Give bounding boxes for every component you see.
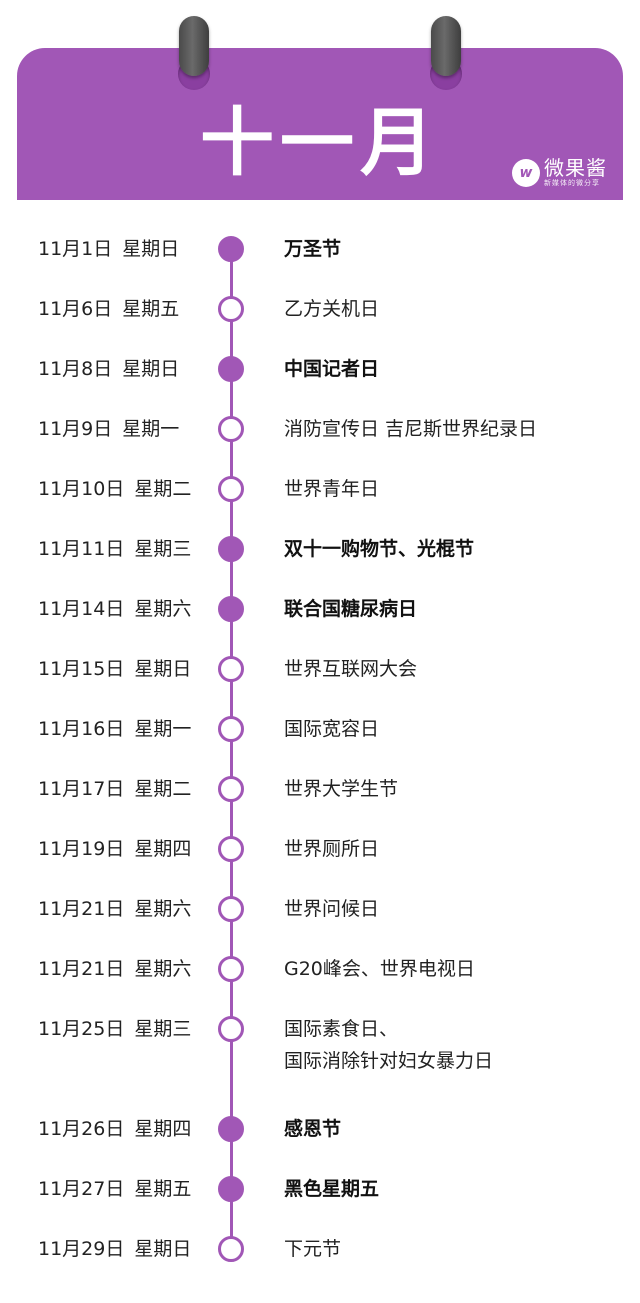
timeline-dot (218, 536, 244, 562)
timeline-dot (218, 476, 244, 502)
event-date: 11月15日星期日 (38, 658, 192, 680)
timeline-row: 11月21日星期六 G20峰会、世界电视日 (0, 954, 640, 984)
timeline-dot (218, 1176, 244, 1202)
timeline-dot (218, 1116, 244, 1142)
event-date: 11月8日星期日 (38, 358, 180, 380)
binder-ring-right (431, 16, 461, 76)
timeline-row: 11月6日星期五 乙方关机日 (0, 294, 640, 324)
timeline-row: 11月19日星期四 世界厕所日 (0, 834, 640, 864)
event-date: 11月9日星期一 (38, 418, 180, 440)
timeline-row: 11月9日星期一 消防宣传日 吉尼斯世界纪录日 (0, 414, 640, 444)
timeline-row: 11月16日星期一 国际宽容日 (0, 714, 640, 744)
event-name: 世界互联网大会 (284, 658, 418, 680)
event-date: 11月11日星期三 (38, 538, 192, 560)
timeline-row: 11月21日星期六 世界问候日 (0, 894, 640, 924)
event-date: 11月1日星期日 (38, 238, 180, 260)
timeline-dot (218, 1236, 244, 1262)
timeline-dot (218, 296, 244, 322)
event-date: 11月6日星期五 (38, 298, 180, 320)
timeline-dot (218, 236, 244, 262)
timeline-row: 11月15日星期日 世界互联网大会 (0, 654, 640, 684)
brand-icon: w (512, 158, 540, 187)
event-name: 世界大学生节 (284, 778, 399, 800)
timeline-dot (218, 1016, 244, 1042)
timeline-row: 11月17日星期二 世界大学生节 (0, 774, 640, 804)
event-name: 联合国糖尿病日 (284, 598, 418, 620)
event-name: 乙方关机日 (284, 298, 380, 320)
timeline-dot (218, 836, 244, 862)
event-name: 世界厕所日 (284, 838, 380, 860)
brand-name: 微果酱 (544, 156, 607, 180)
timeline-row: 11月1日星期日 万圣节 (0, 234, 640, 264)
event-name: 下元节 (284, 1238, 342, 1260)
event-name: 黑色星期五 (284, 1178, 380, 1200)
event-name: 消防宣传日 吉尼斯世界纪录日 (284, 418, 538, 440)
timeline-dot (218, 716, 244, 742)
timeline-row: 11月26日星期四 感恩节 (0, 1114, 640, 1144)
timeline-row: 11月11日星期三 双十一购物节、光棍节 (0, 534, 640, 564)
event-name: 万圣节 (284, 238, 342, 260)
brand-logo: w 微果酱 新媒体的微分享 (512, 157, 607, 188)
timeline-row: 11月14日星期六 联合国糖尿病日 (0, 594, 640, 624)
timeline-dot (218, 776, 244, 802)
month-title: 十一月 (200, 100, 440, 186)
event-date: 11月17日星期二 (38, 778, 192, 800)
timeline-row: 11月27日星期五 黑色星期五 (0, 1174, 640, 1204)
timeline-line (229, 249, 233, 1248)
event-date: 11月21日星期六 (38, 958, 192, 980)
timeline-dot (218, 596, 244, 622)
binder-ring-left (179, 16, 209, 76)
event-name: 中国记者日 (284, 358, 380, 380)
event-date: 11月16日星期一 (38, 718, 192, 740)
brand-icon-letter: w (519, 164, 533, 181)
timeline-dot (218, 896, 244, 922)
event-date: 11月26日星期四 (38, 1118, 192, 1140)
event-name: 世界问候日 (284, 898, 380, 920)
event-name: 世界青年日 (284, 478, 380, 500)
event-date: 11月27日星期五 (38, 1178, 192, 1200)
timeline-dot (218, 956, 244, 982)
event-name-line2: 国际消除针对妇女暴力日 (284, 1050, 494, 1072)
event-date: 11月14日星期六 (38, 598, 192, 620)
timeline-dot (218, 356, 244, 382)
event-name: 感恩节 (284, 1118, 342, 1140)
timeline-row: 11月10日星期二 世界青年日 (0, 474, 640, 504)
timeline-dot (218, 656, 244, 682)
timeline-dot (218, 416, 244, 442)
event-date: 11月29日星期日 (38, 1238, 192, 1260)
timeline-row: 11月8日星期日 中国记者日 (0, 354, 640, 384)
event-name: 国际素食日、 (284, 1018, 399, 1040)
event-date: 11月10日星期二 (38, 478, 192, 500)
timeline-row: 11月29日星期日 下元节 (0, 1234, 640, 1264)
brand-subtitle: 新媒体的微分享 (544, 179, 600, 187)
event-name: G20峰会、世界电视日 (284, 958, 475, 980)
event-date: 11月21日星期六 (38, 898, 192, 920)
event-name: 双十一购物节、光棍节 (284, 538, 475, 560)
event-date: 11月25日星期三 (38, 1018, 192, 1040)
event-date: 11月19日星期四 (38, 838, 192, 860)
timeline-row: 11月25日星期三 国际素食日、 国际消除针对妇女暴力日 (0, 1014, 640, 1072)
event-name: 国际宽容日 (284, 718, 380, 740)
